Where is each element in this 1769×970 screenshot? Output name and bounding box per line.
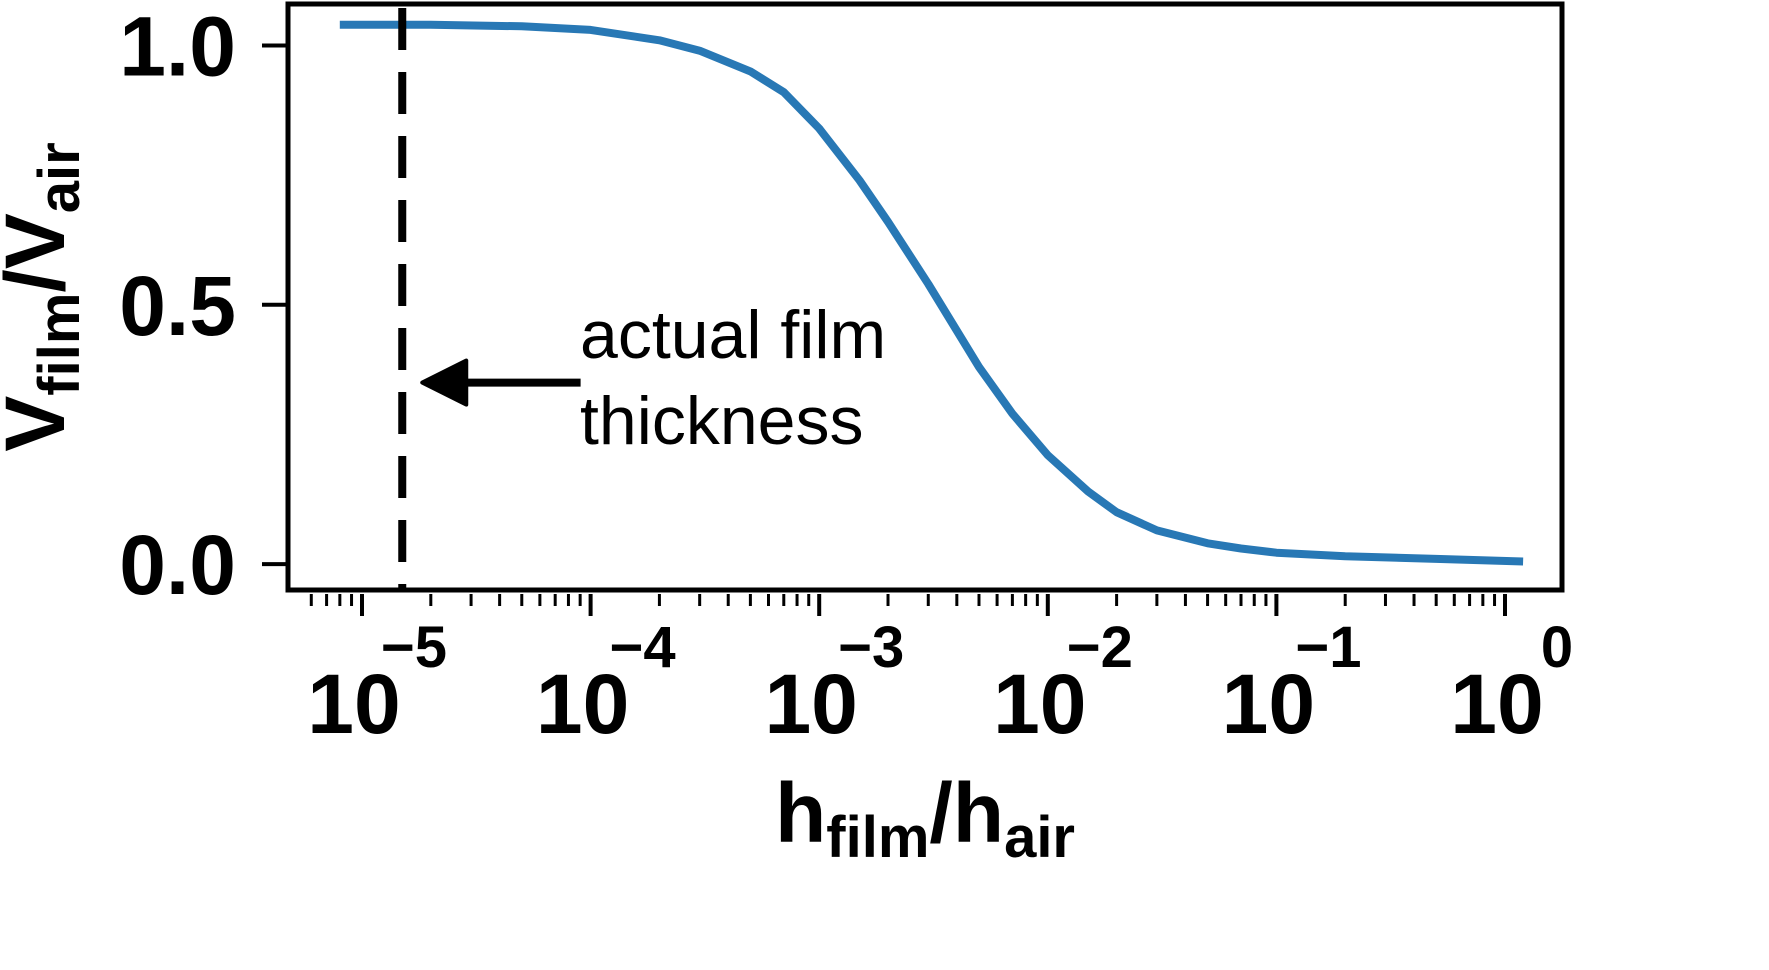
x-tick-exponent-0: −5 bbox=[381, 615, 447, 680]
x-tick-exponent-3: −2 bbox=[1067, 615, 1133, 680]
y-tick-label-2: 1.0 bbox=[119, 0, 236, 93]
x-tick-label-1: 10 bbox=[536, 657, 629, 751]
x-tick-label-0: 10 bbox=[307, 657, 400, 751]
x-tick-label-5: 10 bbox=[1450, 657, 1543, 751]
axis-title-part-3: h bbox=[953, 766, 1004, 860]
x-tick-label-2: 10 bbox=[764, 657, 857, 751]
x-tick-exponent-4: −1 bbox=[1295, 615, 1361, 680]
axis-title-part-1: film bbox=[826, 805, 929, 870]
annotation-text-line-1: thickness bbox=[580, 383, 863, 459]
y-tick-label-1: 0.5 bbox=[119, 259, 236, 353]
axis-title-part-0: h bbox=[775, 766, 826, 860]
annotation-arrow-head bbox=[420, 358, 469, 407]
x-axis-title: hfilm/hair bbox=[775, 766, 1075, 870]
axis-title-part-4: air bbox=[1004, 805, 1075, 870]
annotation: actual film thickness bbox=[420, 297, 886, 459]
x-tick-label-3: 10 bbox=[993, 657, 1086, 751]
plot-content bbox=[339, 8, 1524, 590]
axis-title-part-4: air bbox=[27, 142, 92, 213]
x-tick-label-4: 10 bbox=[1222, 657, 1315, 751]
axis-title-part-1: film bbox=[27, 293, 92, 396]
y-tick-label-0: 0.0 bbox=[119, 518, 236, 612]
axis-title-part-2: / bbox=[929, 766, 952, 860]
axis-title-part-3: V bbox=[0, 213, 82, 269]
x-tick-exponent-2: −3 bbox=[838, 615, 904, 680]
x-tick-exponent-5: 0 bbox=[1541, 615, 1573, 680]
plot-frame bbox=[285, 1, 1565, 593]
axis-title-part-2: / bbox=[0, 269, 82, 292]
annotation-text-line-0: actual film bbox=[580, 297, 886, 373]
series-line-0 bbox=[339, 20, 1524, 566]
x-tick-exponent-1: −4 bbox=[610, 615, 676, 680]
y-axis-title: Vfilm/Vair bbox=[0, 142, 92, 451]
axis-title-part-0: V bbox=[0, 396, 82, 452]
y-axis: 0.0 0.5 1.0 bbox=[119, 0, 288, 612]
